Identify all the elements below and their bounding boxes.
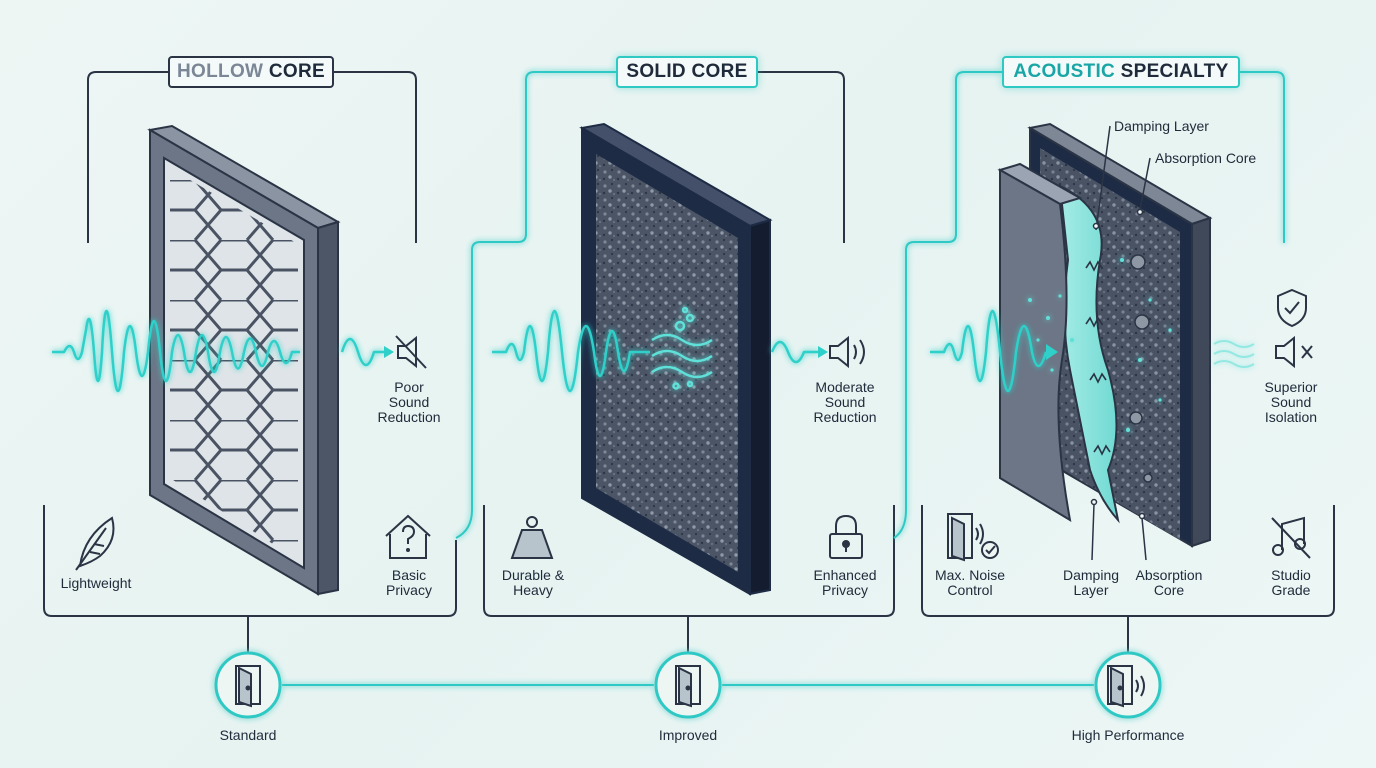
speaker-muted-icon [395, 335, 427, 369]
door-sound-check-icon [947, 513, 999, 562]
feature-label-enhanced-privacy: Enhanced Privacy [813, 567, 877, 598]
sound-label-solid: Moderate Sound Reduction [813, 379, 877, 425]
feature-label-lightweight: Lightweight [60, 575, 132, 591]
sound-label-acoustic: Superior Sound Isolation [1264, 379, 1318, 425]
feature-label-damping-layer: Damping Layer [1062, 567, 1120, 598]
sound-label-hollow: Poor Sound Reduction [377, 379, 441, 425]
feature-label-durable-heavy: Durable & Heavy [501, 567, 565, 598]
sound-wave-solid [492, 310, 650, 392]
stage-label-high-performance: High Performance [1071, 727, 1185, 743]
lock-icon [829, 514, 863, 559]
door-icon [675, 665, 701, 708]
door-icon [235, 665, 261, 708]
panel-title-acoustic-specialty: ACOUSTIC SPECIALTY [1002, 56, 1240, 88]
panel-title-solid-core: SOLID CORE [616, 56, 758, 88]
callout-absorption-core: Absorption Core [1155, 150, 1257, 166]
sound-wave-hollow [52, 310, 300, 392]
weight-icon [510, 516, 554, 559]
speaker-low-icon [829, 335, 865, 369]
house-question-icon [385, 514, 431, 559]
stage-label-standard: Standard [219, 727, 277, 743]
feature-label-max-noise-control: Max. Noise Control [934, 567, 1006, 598]
shield-check-icon [1277, 288, 1307, 328]
feature-label-absorption-core: Absorption Core [1135, 567, 1203, 598]
panel-title-hollow-core: HOLLOW CORE [168, 56, 334, 88]
callout-damping-layer: Damping Layer [1114, 118, 1209, 134]
hollow-core-door [147, 124, 341, 596]
acoustic-specialty-door [997, 122, 1255, 561]
sound-wave-acoustic [930, 310, 1048, 392]
music-off-icon [1271, 516, 1311, 559]
stage-node-high-performance [1094, 651, 1162, 719]
feature-label-studio-grade: Studio Grade [1271, 567, 1311, 598]
door-sound-icon [1107, 665, 1145, 708]
stage-label-improved: Improved [658, 727, 718, 743]
solid-core-door [579, 122, 773, 596]
feature-label-basic-privacy: Basic Privacy [386, 567, 432, 598]
feather-icon [75, 516, 115, 571]
speaker-off-icon [1275, 335, 1313, 369]
